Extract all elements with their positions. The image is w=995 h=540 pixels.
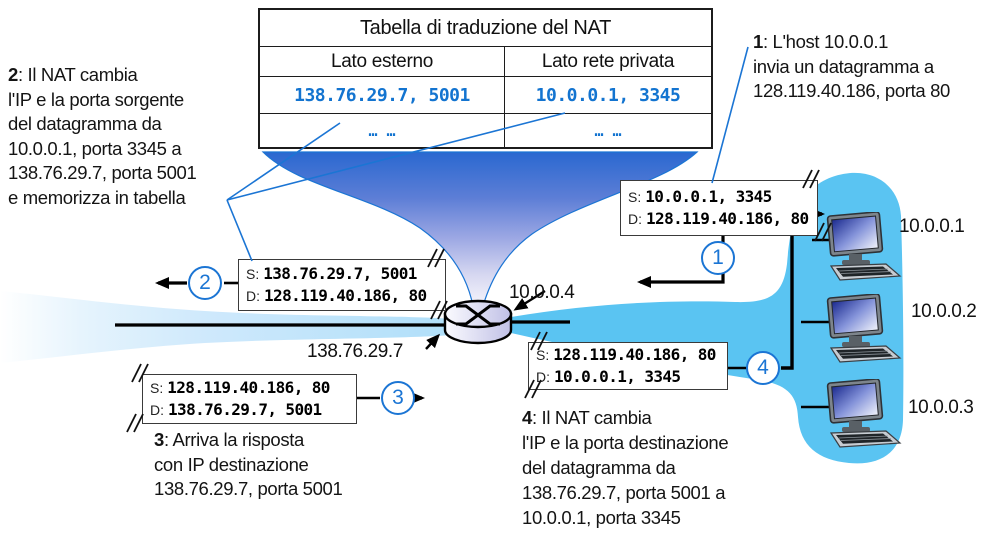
mapping-private-value: 10.0.0.1, 3345 [504,77,711,114]
packet4-src-label: S: [536,347,550,363]
nat-table-title: Tabella di traduzione del NAT [260,10,711,47]
packet2-dst-value: 128.119.40.186, 80 [264,286,427,305]
note-step4-number: 4 [522,407,532,428]
note-step2-number: 2 [8,64,18,85]
packet-box-4: S:128.119.40.186, 80 D:10.0.0.1, 3345 [528,342,728,390]
note-step4-text: : Il NAT cambia l'IP e la porta destinaz… [522,407,729,528]
nat-translation-table: Tabella di traduzione del NAT Lato ester… [258,8,713,149]
note-step2: 2: Il NAT cambia l'IP e la porta sorgent… [8,63,260,210]
packet1-dst-label: D: [628,211,642,227]
packet1-dst-value: 128.119.40.186, 80 [646,209,809,228]
step-circle-3: 3 [381,381,415,415]
mapping-external-ellipsis: … … [368,121,396,140]
router-icon [443,299,513,345]
packet3-dst-value: 138.76.29.7, 5001 [168,400,322,419]
packet-box-3: S:128.119.40.186, 80 D:138.76.29.7, 5001 [142,374,357,424]
internet-band-shape [0,291,452,363]
note-step3-text: : Arriva la risposta con IP destinazione… [154,429,343,499]
packet3-src-value: 128.119.40.186, 80 [167,378,330,397]
note-step1-text: : L'host 10.0.0.1 invia un datagramma a … [753,31,950,101]
packet4-dst-value: 10.0.0.1, 3345 [554,367,681,386]
packet-box-1: S:10.0.0.1, 3345 D:128.119.40.186, 80 [620,180,818,236]
note-step1: 1: L'host 10.0.0.1 invia un datagramma a… [753,30,995,104]
note-step4: 4: Il NAT cambia l'IP e la porta destina… [522,405,790,530]
note-step3-number: 3 [154,429,164,450]
step-circle-2: 2 [188,266,222,300]
host3-ip-label: 10.0.0.3 [908,397,974,418]
step-circle-4: 4 [746,351,780,385]
note-step3: 3: Arriva la risposta con IP destinazion… [154,428,414,502]
host1-ip-label: 10.0.0.1 [899,216,965,237]
note-step1-number: 1 [753,31,763,52]
router-lan-ip-label: 10.0.0.4 [509,282,575,303]
arrow-wan-ip-pointer [425,333,441,350]
note-step2-text: : Il NAT cambia l'IP e la porta sorgente… [8,64,197,208]
lan-cloud-shape [511,172,904,464]
column-header-external: Lato esterno [260,47,504,77]
packet3-dst-label: D: [150,402,164,418]
packet1-src-label: S: [628,189,642,205]
packet4-src-value: 128.119.40.186, 80 [553,345,716,364]
step-circle-1: 1 [701,241,735,275]
packet4-dst-label: D: [536,369,550,385]
packet2-src-label: S: [246,266,260,282]
host2-ip-label: 10.0.0.2 [911,301,977,322]
packet2-dst-label: D: [246,288,260,304]
mapping-private-ellipsis: … … [504,114,711,147]
packet2-src-value: 138.76.29.7, 5001 [263,264,417,283]
packet1-src-value: 10.0.0.1, 3345 [645,187,772,206]
packet-box-2: S:138.76.29.7, 5001 D:128.119.40.186, 80 [238,259,446,311]
arrow-lan-ip-pointer [513,289,546,311]
mapping-external-value: 138.76.29.7, 5001 [260,77,504,114]
column-header-private: Lato rete privata [504,47,711,77]
packet3-src-label: S: [150,380,164,396]
router-wan-ip-label: 138.76.29.7 [307,341,403,362]
